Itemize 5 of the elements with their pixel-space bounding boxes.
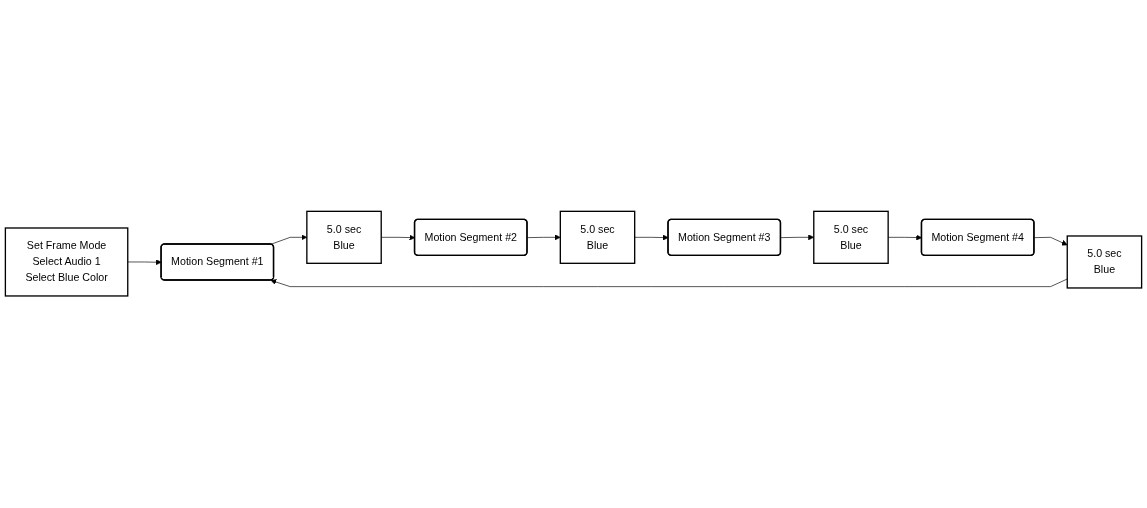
node-box: 5.0 sec Blue — [813, 211, 889, 265]
node-box: Set Frame Mode Select Audio 1 Select Blue Color — [4, 227, 129, 297]
node-box: 5.0 sec Blue — [559, 211, 636, 265]
node-box: 5.0 sec Blue — [1066, 235, 1143, 289]
node-box: 5.0 sec Blue — [306, 211, 382, 265]
